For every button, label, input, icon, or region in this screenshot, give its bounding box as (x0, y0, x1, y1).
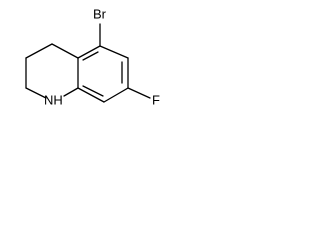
bond-c6-c5 (99, 45, 129, 59)
bond-c4a-c4 (51, 43, 79, 59)
bond-c4-c3 (25, 43, 53, 59)
bond-n1-c8a (63, 87, 79, 97)
double-bond-c5-c4a (82, 51, 99, 61)
double-bond-c8a-c8 (82, 85, 104, 97)
bond-c5-c4a (77, 45, 101, 59)
bond-c8a-c8 (77, 87, 105, 103)
atom-label-bromine: Br (93, 6, 107, 21)
atom-label-fluorine: F (152, 92, 160, 107)
bond-c7-f (127, 87, 151, 99)
bond-c8-c7 (103, 87, 129, 103)
atom-label-nitrogen: NH (44, 92, 63, 107)
structure-diagram: Br F NH (25, 6, 160, 107)
bond-c2-n1 (25, 87, 47, 99)
